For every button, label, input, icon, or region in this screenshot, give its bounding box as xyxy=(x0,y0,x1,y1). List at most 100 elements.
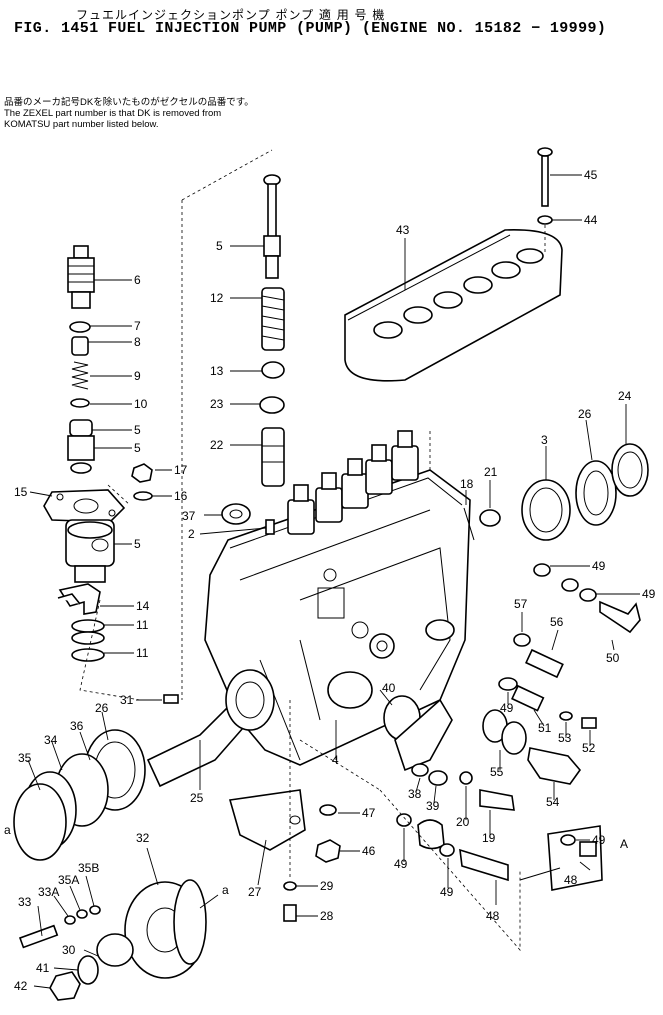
lower-right-fittings xyxy=(482,677,597,785)
pin xyxy=(163,694,179,704)
callout-29: 29 xyxy=(320,879,334,893)
callout-32: 32 xyxy=(136,831,150,845)
callout-54: 54 xyxy=(546,795,560,809)
callout-44: 44 xyxy=(584,213,598,227)
callout-18: 18 xyxy=(460,477,474,491)
leader-lines xyxy=(27,174,640,989)
callout-33: 33 xyxy=(18,895,32,909)
callout-11: 11 xyxy=(136,618,149,632)
bracket-bolt xyxy=(283,881,297,922)
callout-21: 21 xyxy=(484,465,498,479)
drive-coupling xyxy=(124,879,207,979)
valve-holder-row xyxy=(287,430,419,535)
english-note-line-1: The ZEXEL part number is that DK is remo… xyxy=(4,108,222,119)
callout-37: 37 xyxy=(182,509,196,523)
callout-49: 49 xyxy=(592,833,606,847)
callout-51: 51 xyxy=(538,721,552,735)
callout-5: 5 xyxy=(134,537,141,551)
japanese-note: 品番のメーカ記号DKを除いたものがゼクセルの品番です。 xyxy=(4,97,254,108)
callout-35B: 35B xyxy=(78,861,99,875)
flange-plate xyxy=(43,489,126,583)
callout-a: a xyxy=(222,883,229,897)
callout-57: 57 xyxy=(514,597,528,611)
callout-35: 35 xyxy=(18,751,32,765)
callout-26: 26 xyxy=(95,701,109,715)
callout-7: 7 xyxy=(134,319,141,333)
callout-10: 10 xyxy=(134,397,148,411)
callout-labels: 6 7 8 9 10 5 5 15 5 17 16 14 11 11 5 12 … xyxy=(4,168,656,993)
callout-4: 4 xyxy=(332,753,339,767)
camshaft-bearings-right xyxy=(521,443,649,541)
callout-24: 24 xyxy=(618,389,632,403)
callout-5: 5 xyxy=(134,423,141,437)
right-fittings xyxy=(513,563,641,679)
callout-8: 8 xyxy=(134,335,141,349)
callout-36: 36 xyxy=(70,719,84,733)
callout-6: 6 xyxy=(134,273,141,287)
plunger-assembly xyxy=(259,174,285,487)
callout-A: A xyxy=(620,837,628,851)
callout-49: 49 xyxy=(642,587,656,601)
plug-and-pin xyxy=(221,503,275,535)
figure-title: FIG. 1451 FUEL INJECTION PUMP (PUMP) (EN… xyxy=(14,20,607,37)
callout-43: 43 xyxy=(396,223,410,237)
pump-top-cover xyxy=(344,229,563,382)
callout-49: 49 xyxy=(592,559,606,573)
callout-45: 45 xyxy=(584,168,598,182)
callout-48: 48 xyxy=(486,909,500,923)
callout-40: 40 xyxy=(382,681,396,695)
side-plug xyxy=(463,507,501,541)
callout-49: 49 xyxy=(394,857,408,871)
callout-52: 52 xyxy=(582,741,596,755)
callout-17: 17 xyxy=(174,463,188,477)
callout-53: 53 xyxy=(558,731,572,745)
callout-28: 28 xyxy=(320,909,334,923)
callout-22: 22 xyxy=(210,438,224,452)
control-lever xyxy=(57,583,105,662)
callout-48: 48 xyxy=(564,873,578,887)
english-note-line-2: KOMATSU part number listed below. xyxy=(4,119,159,130)
delivery-valve-holder xyxy=(67,245,95,474)
callout-26: 26 xyxy=(578,407,592,421)
callout-14: 14 xyxy=(136,599,150,613)
callout-23: 23 xyxy=(210,397,224,411)
callout-27: 27 xyxy=(248,885,262,899)
callout-31: 31 xyxy=(120,693,134,707)
callout-34: 34 xyxy=(44,733,58,747)
callout-56: 56 xyxy=(550,615,564,629)
support-bracket xyxy=(228,789,306,851)
camshaft xyxy=(13,669,275,861)
callout-49: 49 xyxy=(440,885,454,899)
callout-46: 46 xyxy=(362,844,376,858)
callout-5: 5 xyxy=(134,441,141,455)
bolt-set-a xyxy=(519,825,603,891)
callout-15: 15 xyxy=(14,485,28,499)
callout-13: 13 xyxy=(210,364,224,378)
oil-fittings xyxy=(396,763,515,882)
callout-55: 55 xyxy=(490,765,504,779)
callout-16: 16 xyxy=(174,489,188,503)
callout-30: 30 xyxy=(62,943,76,957)
callout-33A: 33A xyxy=(38,885,59,899)
nut-and-washer xyxy=(131,463,153,501)
callout-11: 11 xyxy=(136,646,149,660)
assembly-guide-lines xyxy=(79,149,521,952)
callout-2: 2 xyxy=(188,527,195,541)
callout-39: 39 xyxy=(426,799,440,813)
callout-50: 50 xyxy=(606,651,620,665)
callout-35A: 35A xyxy=(58,873,79,887)
washer-and-nut xyxy=(315,804,341,863)
japanese-title: フュエルインジェクションポンプ ポンプ 適 用 号 機 xyxy=(76,8,386,22)
callout-38: 38 xyxy=(408,787,422,801)
callout-25: 25 xyxy=(190,791,204,805)
callout-47: 47 xyxy=(362,806,376,820)
callout-41: 41 xyxy=(36,961,50,975)
callout-12: 12 xyxy=(210,291,224,305)
callout-a: a xyxy=(4,823,11,837)
part-number-note: 品番のメーカ記号DKを除いたものがゼクセルの品番です。 The ZEXEL pa… xyxy=(4,97,254,130)
inspection-plate xyxy=(383,695,453,772)
callout-9: 9 xyxy=(134,369,141,383)
callout-5: 5 xyxy=(216,239,223,253)
coupling-fasteners xyxy=(18,905,134,1001)
